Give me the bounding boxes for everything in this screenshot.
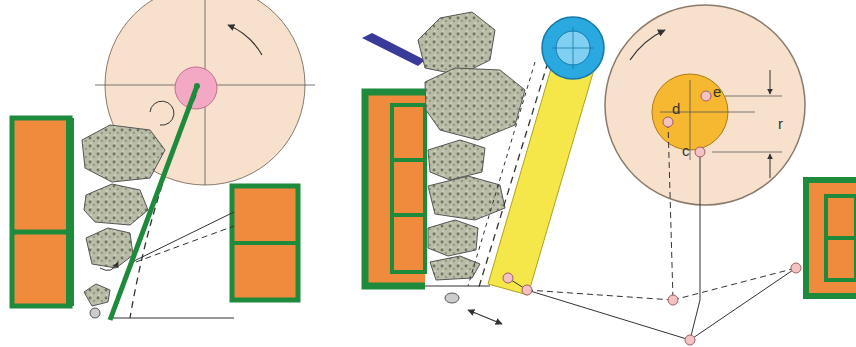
point-label: c (682, 143, 690, 158)
frame-block (232, 186, 298, 300)
eccentric (175, 67, 217, 109)
fixed-jaw (12, 118, 70, 306)
point-label: d (672, 101, 680, 116)
point-label: e (713, 84, 721, 99)
swing-jaw (110, 86, 197, 320)
frame-block (806, 180, 856, 296)
swing-jaw (488, 55, 595, 295)
feed-plate (362, 33, 425, 66)
left-crusher (12, 0, 315, 320)
fixed-jaw (365, 92, 425, 286)
pivot-shaft (542, 17, 604, 79)
flywheel (605, 5, 805, 205)
point-label: r (778, 116, 783, 131)
right-crusher (362, 5, 856, 345)
